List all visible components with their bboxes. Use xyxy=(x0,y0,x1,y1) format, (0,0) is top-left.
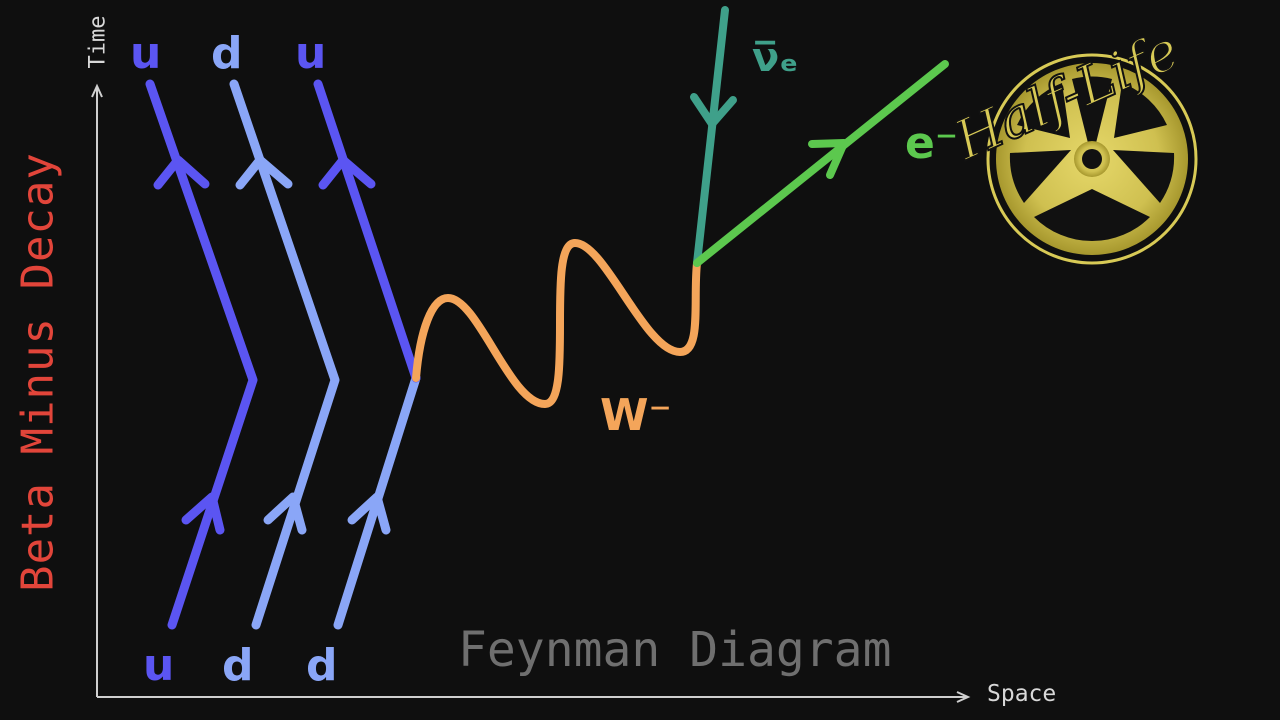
antineutrino-line xyxy=(690,6,737,267)
arrow-head xyxy=(690,93,737,128)
quark-line-up-1 xyxy=(145,79,258,630)
arrow-head xyxy=(263,492,307,535)
arrow-head xyxy=(235,155,293,190)
time-axis-label: Time xyxy=(85,15,111,69)
space-axis-arrow xyxy=(956,691,971,703)
arrow-head xyxy=(153,155,210,190)
w-boson-label: W⁻ xyxy=(600,390,672,441)
half-life-logo xyxy=(986,53,1198,265)
initial-quark-label: d xyxy=(306,640,338,691)
final-quark-label: u xyxy=(130,28,162,79)
electron-label: e⁻ xyxy=(905,118,959,169)
time-axis-arrow xyxy=(91,83,103,98)
w-boson-propagator xyxy=(412,238,701,409)
initial-quark-label: u xyxy=(143,640,175,691)
electron-line xyxy=(693,60,949,267)
diagram-title: Beta Minus Decay xyxy=(12,152,64,592)
arrow-head xyxy=(318,155,376,190)
space-axis-label: Space xyxy=(987,681,1057,707)
arrow-head xyxy=(181,492,225,535)
initial-quark-label: d xyxy=(222,640,254,691)
axes xyxy=(91,83,971,703)
caption: Feynman Diagram xyxy=(458,622,892,678)
quark-line-down-to-up xyxy=(313,79,421,630)
quark-line-down xyxy=(229,79,340,630)
arrow-head xyxy=(347,492,391,535)
final-quark-label: u xyxy=(295,28,327,79)
final-quark-label: d xyxy=(211,28,243,79)
arrow-head xyxy=(808,139,848,179)
antineutrino-label: ν̅ₑ xyxy=(752,35,799,81)
